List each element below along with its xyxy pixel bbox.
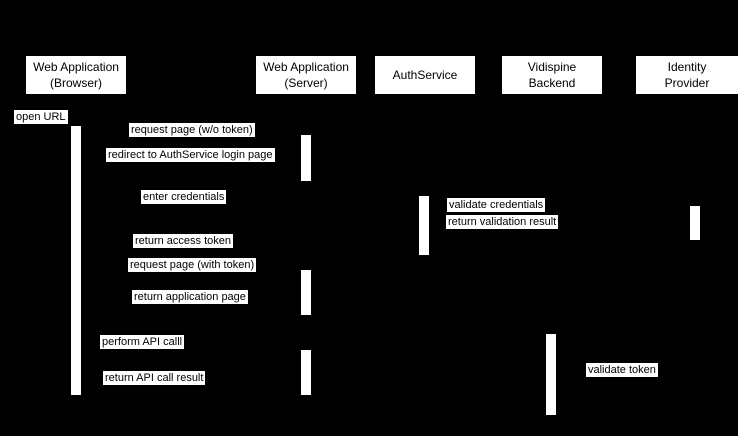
activation-bar-vidispine xyxy=(546,334,556,415)
message-label-open-url: open URL xyxy=(14,110,68,124)
message-label-return-validation-result: return validation result xyxy=(446,215,559,229)
activation-bar-browser xyxy=(71,126,81,395)
message-label-validate-token: validate token xyxy=(586,363,658,377)
participant-web-application-server: Web Application (Server) xyxy=(256,56,356,94)
message-label-return-access-token: return access token xyxy=(133,234,233,248)
participant-web-application-browser: Web Application (Browser) xyxy=(26,56,126,94)
activation-bar-server-2 xyxy=(301,270,311,315)
message-label-perform-api-call: perform API calll xyxy=(100,335,185,349)
message-label-redirect-to-authservice-login-page: redirect to AuthService login page xyxy=(106,148,275,162)
message-label-return-api-call-result: return API call result xyxy=(103,371,206,385)
participant-identity-provider: Identity Provider xyxy=(636,56,738,94)
participant-vidispine-backend: Vidispine Backend xyxy=(502,56,602,94)
message-label-request-page-with-token: request page (with token) xyxy=(128,258,257,272)
participant-authservice: AuthService xyxy=(375,56,475,94)
activation-bar-identity-provider xyxy=(690,206,700,240)
activation-bar-authservice xyxy=(419,196,429,255)
message-label-validate-credentials: validate credentials xyxy=(447,198,546,212)
message-label-return-application-page: return application page xyxy=(132,290,248,304)
activation-bar-server-1 xyxy=(301,135,311,181)
message-label-enter-credentials: enter credentials xyxy=(141,190,227,204)
message-label-request-page-wo-token: request page (w/o token) xyxy=(129,123,255,137)
activation-bar-server-3 xyxy=(301,350,311,395)
